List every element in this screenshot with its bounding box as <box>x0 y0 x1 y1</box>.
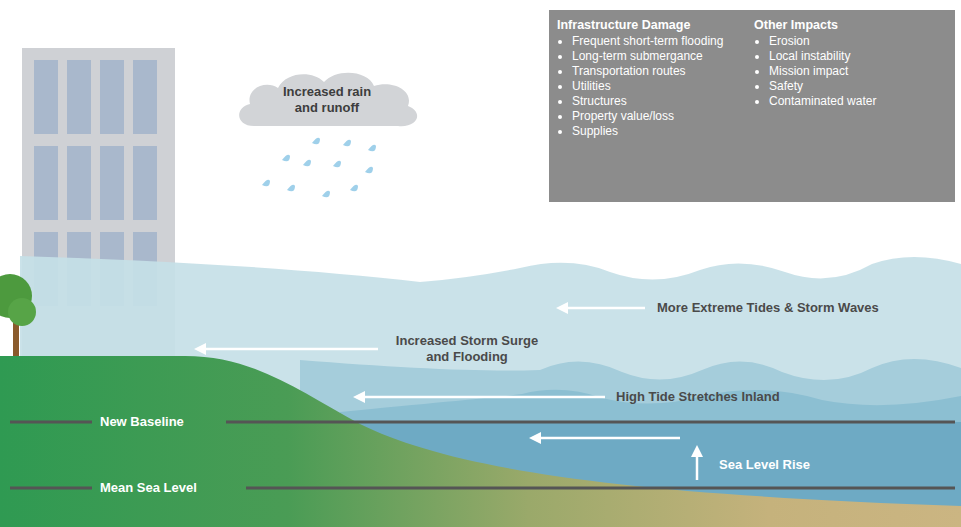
impact-column: Infrastructure DamageFrequent short-term… <box>557 18 735 139</box>
window <box>133 60 157 134</box>
bullet-list: ErosionLocal instabilityMission impactSa… <box>754 34 949 108</box>
window <box>67 60 91 134</box>
raindrop <box>350 185 358 192</box>
arrow-head <box>529 432 541 444</box>
high-tide-label: High Tide Stretches Inland <box>616 389 780 405</box>
arrow-shaft <box>540 437 680 440</box>
cloud-label: Increased rain and runoff <box>272 84 382 116</box>
bullet-item: Structures <box>572 94 735 108</box>
raindrop <box>287 185 295 192</box>
bullet-item: Safety <box>769 79 949 93</box>
tree-crown <box>8 298 36 326</box>
bullet-item: Local instability <box>769 49 949 63</box>
arrow-shaft <box>364 396 605 399</box>
arrow-head <box>691 445 703 457</box>
arrow-shaft <box>566 307 645 310</box>
bullet-item: Contaminated water <box>769 94 949 108</box>
land <box>0 356 961 527</box>
arrow-head <box>556 302 568 314</box>
bullet-item: Supplies <box>572 124 735 138</box>
wave-label: More Extreme Tides & Storm Waves <box>657 300 879 316</box>
raindrop <box>322 191 330 198</box>
sea-level-rise-label: Sea Level Rise <box>719 457 810 473</box>
new-baseline-line <box>10 421 92 424</box>
new-baseline-line <box>226 421 955 424</box>
baseline-label: New Baseline <box>100 414 184 430</box>
bullet-item: Frequent short-term flooding <box>572 34 735 48</box>
raindrop <box>282 155 290 162</box>
bullet-item: Utilities <box>572 79 735 93</box>
mean-sea-level-line <box>10 487 92 490</box>
impacts-panel: Infrastructure DamageFrequent short-term… <box>549 10 955 202</box>
raindrop <box>368 145 376 152</box>
cloud-outline <box>239 73 417 127</box>
window <box>34 60 58 134</box>
cloud-box: Increased rain and runoff <box>232 68 422 132</box>
arrow-head <box>194 343 206 355</box>
window <box>67 146 91 220</box>
raindrop <box>312 138 320 145</box>
window <box>34 146 58 220</box>
bullet-item: Transportation routes <box>572 64 735 78</box>
bullet-item: Mission impact <box>769 64 949 78</box>
surge-label: Increased Storm Surge and Flooding <box>386 333 548 365</box>
column-heading: Infrastructure Damage <box>557 18 735 32</box>
raindrop <box>262 180 270 187</box>
window <box>100 146 124 220</box>
raindrop <box>303 160 311 167</box>
raindrops <box>262 138 376 198</box>
bullet-item: Erosion <box>769 34 949 48</box>
arrow-shaft <box>696 456 699 480</box>
raindrop <box>365 167 373 174</box>
arrow-shaft <box>205 348 378 351</box>
arrow-head <box>353 391 365 403</box>
bullet-item: Long-term submergance <box>572 49 735 63</box>
bullet-list: Frequent short-term floodingLong-term su… <box>557 34 735 138</box>
mean-sea-level-line <box>246 487 955 490</box>
column-heading: Other Impacts <box>754 18 949 32</box>
mean-sea-level-label: Mean Sea Level <box>100 480 197 496</box>
level-lines <box>10 422 955 488</box>
raindrop <box>343 140 351 147</box>
bullet-item: Property value/loss <box>572 109 735 123</box>
raindrop <box>333 161 341 168</box>
window <box>133 146 157 220</box>
window <box>100 60 124 134</box>
impact-column: Other ImpactsErosionLocal instabilityMis… <box>754 18 949 109</box>
